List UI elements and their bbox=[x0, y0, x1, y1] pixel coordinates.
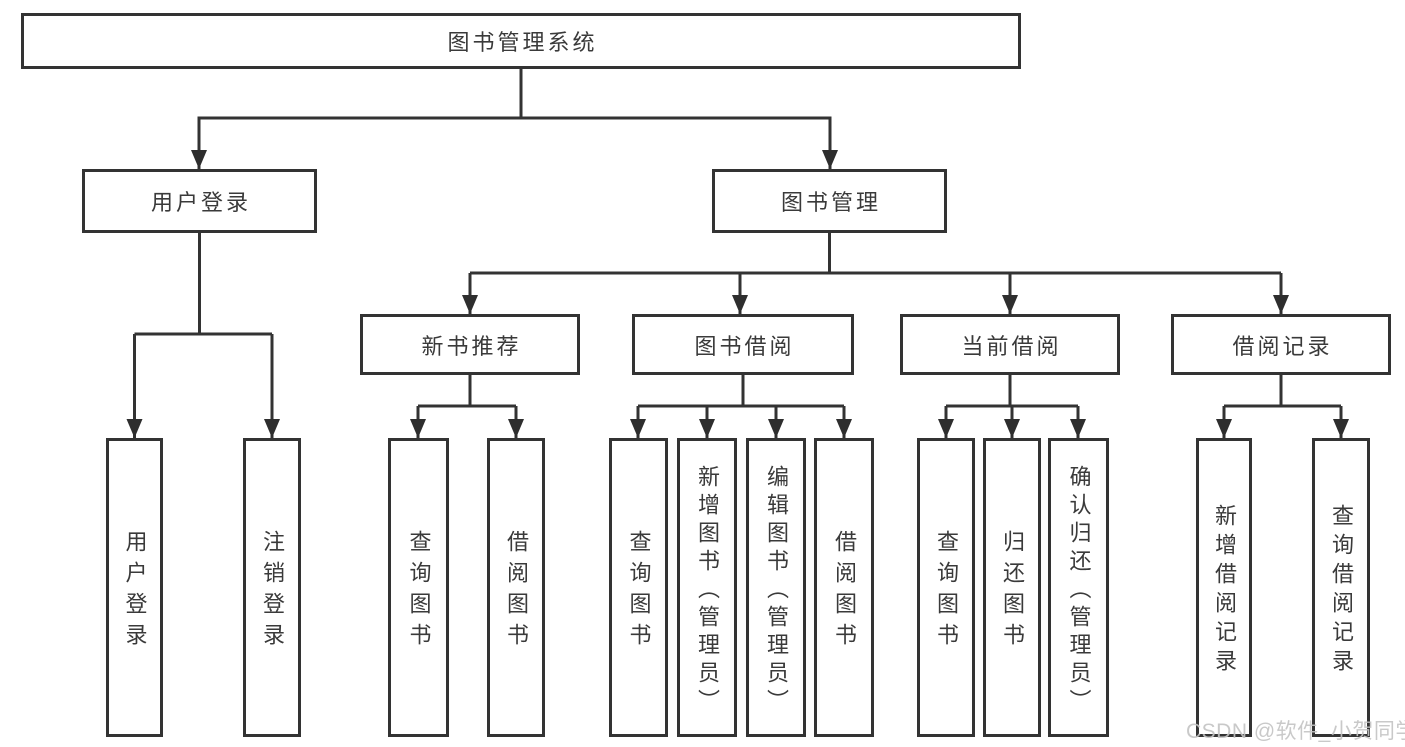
leaf-query-books: 查询图书 bbox=[388, 438, 449, 737]
node-book-management: 图书管理 bbox=[712, 169, 947, 233]
arrowhead-down-icon bbox=[264, 419, 280, 438]
connector-root-branch bbox=[197, 116, 832, 169]
node-library-management-system: 图书管理系统 bbox=[21, 13, 1021, 69]
arrowhead-down-icon bbox=[1002, 295, 1018, 314]
node-label: 当前借阅 bbox=[961, 333, 1062, 359]
arrowhead-down-icon bbox=[836, 419, 852, 438]
leaf-add-book-admin: 新增图书（管理员） bbox=[677, 438, 737, 737]
node-label: 新增图书（管理员） bbox=[695, 464, 720, 717]
leaf-confirm-return-admin: 确认归还（管理员） bbox=[1048, 438, 1109, 737]
arrowhead-down-icon bbox=[508, 419, 524, 438]
node-label: 新书推荐 bbox=[421, 333, 522, 359]
node-label: 归还图书 bbox=[1000, 530, 1025, 654]
node-label: 注销登录 bbox=[260, 530, 285, 654]
node-current-borrowing: 当前借阅 bbox=[900, 314, 1120, 375]
arrowhead-down-icon bbox=[938, 419, 954, 438]
node-label: 图书借阅 bbox=[694, 333, 795, 359]
arrowhead-down-icon bbox=[410, 419, 426, 438]
node-new-book-recommendation: 新书推荐 bbox=[360, 314, 580, 375]
arrowhead-down-icon bbox=[191, 150, 207, 169]
arrowhead-down-icon bbox=[630, 419, 646, 438]
connector-user-branch bbox=[133, 233, 274, 438]
node-label: 新增借阅记录 bbox=[1212, 504, 1237, 678]
node-label: 用户登录 bbox=[150, 190, 251, 215]
watermark: CSDN @软件_小贺同学 bbox=[1186, 720, 1405, 743]
connector-management-branch bbox=[468, 233, 1283, 314]
connector-recommend-branch bbox=[416, 375, 518, 438]
node-borrowing-records: 借阅记录 bbox=[1171, 314, 1391, 375]
node-label: 借阅图书 bbox=[504, 530, 529, 654]
node-label: 查询图书 bbox=[934, 530, 959, 654]
arrowhead-down-icon bbox=[732, 295, 748, 314]
leaf-query-books: 查询图书 bbox=[917, 438, 975, 737]
arrowhead-down-icon bbox=[126, 419, 143, 438]
node-label: 确认归还（管理员） bbox=[1066, 464, 1092, 717]
node-label: 借阅图书 bbox=[832, 530, 857, 654]
node-label: 用户登录 bbox=[122, 530, 148, 654]
leaf-logout: 注销登录 bbox=[243, 438, 301, 737]
node-label: 查询借阅记录 bbox=[1329, 504, 1354, 678]
leaf-borrow-books: 借阅图书 bbox=[487, 438, 545, 737]
arrowhead-down-icon bbox=[822, 150, 838, 169]
node-label: 编辑图书（管理员） bbox=[764, 464, 789, 717]
node-label: 借阅记录 bbox=[1232, 333, 1333, 359]
arrowhead-down-icon bbox=[1273, 295, 1289, 314]
node-label: 查询图书 bbox=[626, 530, 652, 654]
arrowhead-down-icon bbox=[462, 295, 478, 314]
leaf-add-borrowing-record: 新增借阅记录 bbox=[1196, 438, 1252, 737]
connector-records-branch bbox=[1222, 375, 1343, 438]
node-user-login: 用户登录 bbox=[82, 169, 317, 233]
arrowhead-down-icon bbox=[699, 419, 715, 438]
leaf-borrow-books: 借阅图书 bbox=[814, 438, 874, 737]
node-label: 图书管理 bbox=[780, 190, 881, 215]
leaf-query-books: 查询图书 bbox=[609, 438, 668, 737]
leaf-return-books: 归还图书 bbox=[983, 438, 1041, 737]
node-book-borrowing: 图书借阅 bbox=[632, 314, 854, 375]
arrowhead-down-icon bbox=[1216, 419, 1232, 438]
leaf-edit-book-admin: 编辑图书（管理员） bbox=[746, 438, 806, 737]
arrowhead-down-icon bbox=[768, 419, 784, 438]
arrowhead-down-icon bbox=[1004, 419, 1020, 438]
leaf-user-login: 用户登录 bbox=[106, 438, 163, 737]
node-label: 图书管理系统 bbox=[447, 30, 598, 55]
leaf-query-borrowing-record: 查询借阅记录 bbox=[1312, 438, 1370, 737]
arrowhead-down-icon bbox=[1070, 419, 1086, 438]
connector-borrow-branch bbox=[636, 375, 846, 438]
node-label: 查询图书 bbox=[406, 530, 432, 654]
arrowhead-down-icon bbox=[1333, 419, 1349, 438]
